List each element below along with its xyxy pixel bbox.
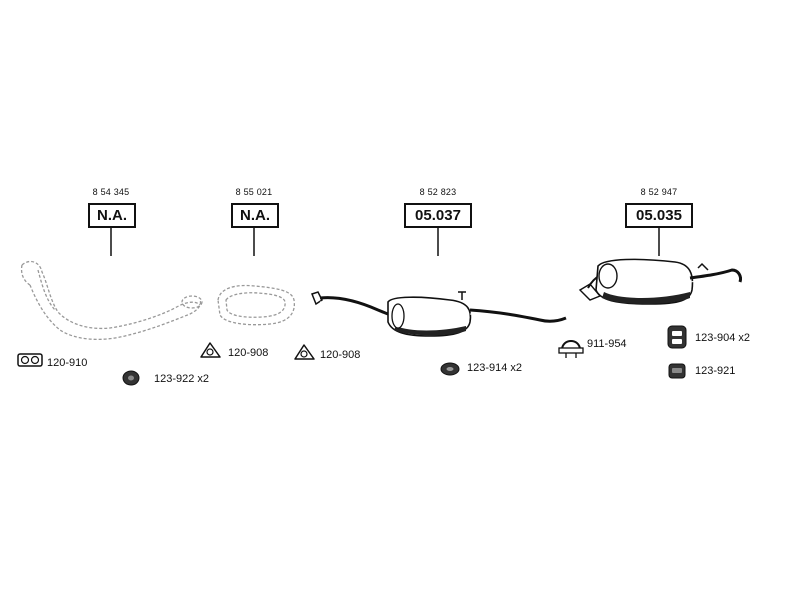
front-pipe-outline (20, 260, 203, 340)
accessory-code-rubber-hanger[interactable]: 123-904 x2 (695, 332, 751, 344)
flange-gasket-icon (294, 344, 315, 360)
accessory-code-flange-gasket-2[interactable]: 120-908 (320, 349, 361, 361)
gasket-double-ring-icon (17, 353, 43, 367)
oem-number-rear-silencer: 8 52 947 (640, 187, 678, 197)
oem-number-catalyst: 8 55 021 (235, 187, 273, 197)
ref-box-middle-silencer[interactable]: 05.037 (404, 203, 472, 228)
pipe-clamp-icon (558, 340, 584, 358)
accessory-code-gasket[interactable]: 120-910 (47, 357, 88, 369)
oem-number-front-pipe: 8 54 345 (92, 187, 130, 197)
rubber-hanger-icon (667, 325, 687, 349)
middle-silencer (311, 291, 567, 337)
ref-box-catalyst[interactable]: N.A. (231, 203, 279, 228)
rubber-ring-mount-icon (440, 362, 460, 376)
ref-box-rear-silencer[interactable]: 05.035 (625, 203, 693, 228)
accessory-code-rubber-ring-2[interactable]: 123-914 x2 (467, 362, 523, 374)
rubber-ring-mount-icon (122, 370, 140, 386)
oem-number-middle-silencer: 8 52 823 (419, 187, 457, 197)
flange-gasket-icon (200, 342, 221, 358)
accessory-code-flange-gasket[interactable]: 120-908 (228, 347, 269, 359)
rubber-mount-icon (668, 363, 686, 379)
ref-box-front-pipe[interactable]: N.A. (88, 203, 136, 228)
accessory-code-rubber-ring[interactable]: 123-922 x2 (154, 373, 210, 385)
catalytic-converter-outline (217, 284, 296, 326)
accessory-code-pipe-clamp[interactable]: 911-954 (587, 338, 627, 350)
accessory-code-rubber-mount[interactable]: 123-921 (695, 365, 736, 377)
rear-silencer (578, 258, 742, 305)
